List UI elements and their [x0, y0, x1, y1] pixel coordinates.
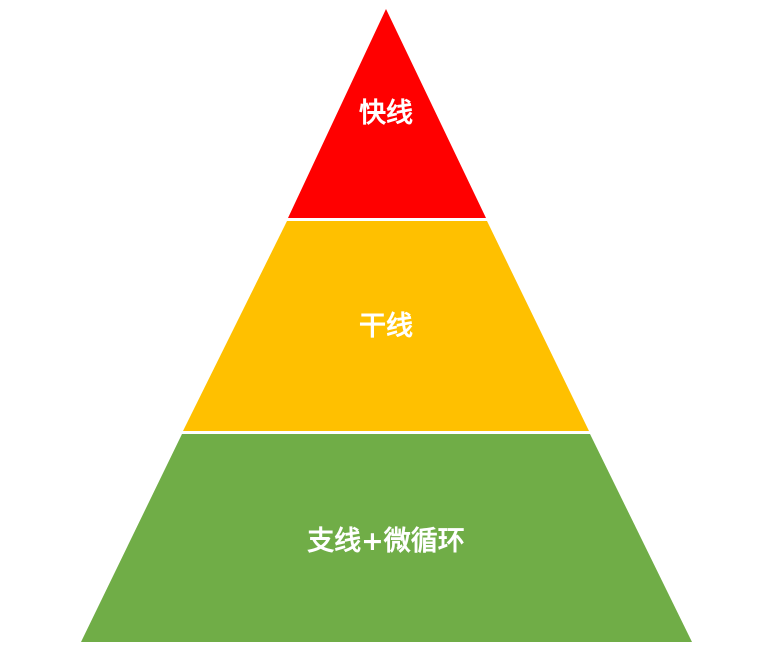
pyramid-level-top	[288, 9, 486, 218]
pyramid-level-middle	[183, 221, 589, 431]
pyramid-level-bottom	[81, 434, 692, 642]
level-label-bottom: 支线+微循环	[307, 526, 465, 557]
level-label-top: 快线	[359, 98, 413, 129]
level-label-middle: 干线	[359, 311, 413, 342]
